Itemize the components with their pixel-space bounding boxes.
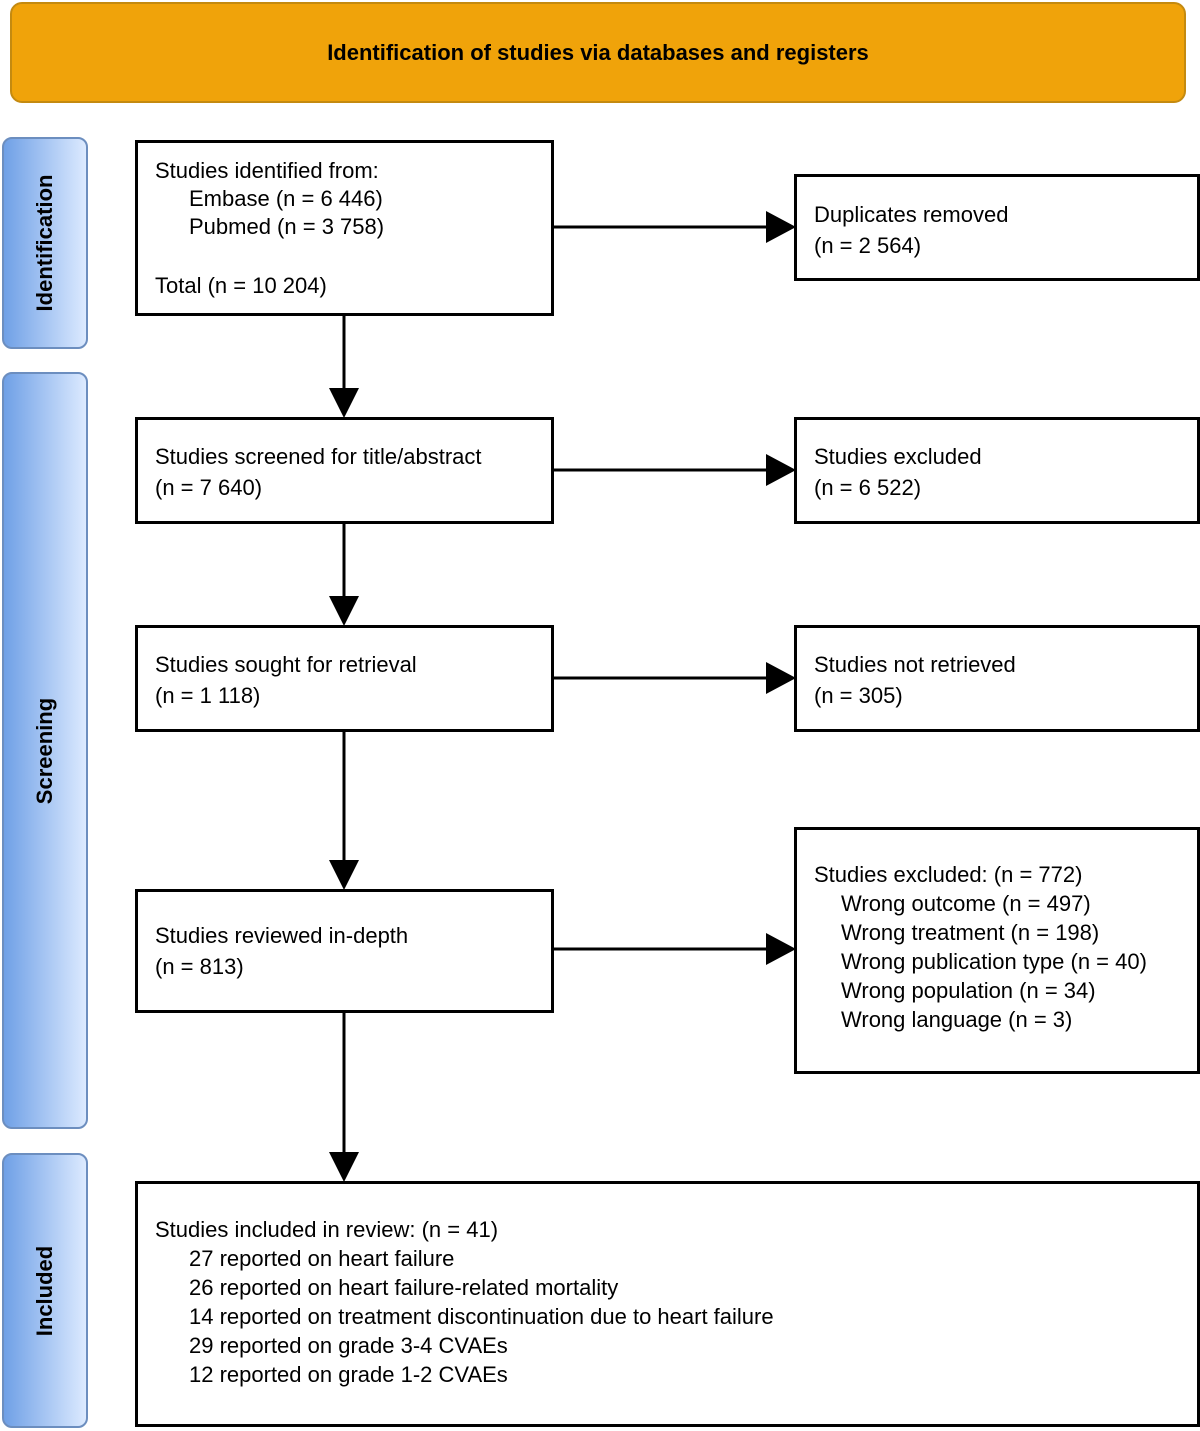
arrow-reviewed-to-excluded [552, 933, 796, 965]
phase-identification: Identification [2, 137, 88, 349]
excluded-review-title: Studies excluded: (n = 772) [814, 862, 1083, 887]
reason-item: Wrong treatment (n = 198) [841, 920, 1100, 945]
phase-screening: Screening [2, 372, 88, 1129]
reviewed-count: (n = 813) [155, 954, 244, 979]
screened-box: Studies screened for title/abstract (n =… [135, 417, 554, 524]
excluded-screen-box: Studies excluded (n = 6 522) [794, 417, 1200, 524]
excluded-screen-title: Studies excluded [814, 444, 982, 469]
included-item: 27 reported on heart failure [189, 1246, 455, 1271]
reason-item: Wrong population (n = 34) [841, 978, 1096, 1003]
identified-title: Studies identified from: [155, 158, 379, 183]
reason-item: Wrong language (n = 3) [841, 1007, 1073, 1032]
retrieval-count: (n = 1 118) [155, 683, 261, 708]
reason-item: Wrong publication type (n = 40) [841, 949, 1147, 974]
excluded-screen-count: (n = 6 522) [814, 475, 922, 500]
included-item: 14 reported on treatment discontinuation… [189, 1304, 774, 1329]
header-title: Identification of studies via databases … [327, 39, 869, 65]
included-item: 26 reported on heart failure-related mor… [189, 1275, 619, 1300]
reason-item: Wrong outcome (n = 497) [841, 891, 1091, 916]
header-banner: Identification of studies via databases … [10, 2, 1186, 103]
included-item: 29 reported on grade 3-4 CVAEs [189, 1333, 508, 1358]
arrow-identified-to-duplicates [552, 211, 796, 243]
phase-included: Included [2, 1153, 88, 1428]
identified-box: Studies identified from: Embase (n = 6 4… [135, 140, 554, 316]
identified-total: Total (n = 10 204) [155, 273, 327, 298]
source-pubmed: Pubmed (n = 3 758) [189, 214, 385, 239]
included-item: 12 reported on grade 1-2 CVAEs [189, 1362, 508, 1387]
included-box: Studies included in review: (n = 41) 27 … [135, 1181, 1200, 1427]
arrow-retrieval-to-not-retrieved [552, 662, 796, 694]
source-embase: Embase (n = 6 446) [189, 186, 383, 211]
duplicates-title: Duplicates removed [814, 202, 1009, 227]
arrow-identified-to-screened [329, 314, 359, 418]
not-retrieved-box: Studies not retrieved (n = 305) [794, 625, 1200, 732]
retrieval-box: Studies sought for retrieval (n = 1 118) [135, 625, 554, 732]
not-retrieved-title: Studies not retrieved [814, 652, 1016, 677]
duplicates-count: (n = 2 564) [814, 233, 922, 258]
screened-count: (n = 7 640) [155, 475, 263, 500]
duplicates-box: Duplicates removed (n = 2 564) [794, 174, 1200, 281]
not-retrieved-count: (n = 305) [814, 683, 903, 708]
reviewed-title: Studies reviewed in-depth [155, 923, 409, 948]
included-title: Studies included in review: (n = 41) [155, 1217, 499, 1242]
arrow-retrieval-to-reviewed [329, 730, 359, 890]
screened-title: Studies screened for title/abstract [155, 444, 482, 469]
reviewed-box: Studies reviewed in-depth (n = 813) [135, 889, 554, 1013]
arrow-screened-to-retrieval [329, 522, 359, 626]
excluded-review-box: Studies excluded: (n = 772) Wrong outcom… [794, 827, 1200, 1074]
arrow-screened-to-excluded [552, 454, 796, 486]
retrieval-title: Studies sought for retrieval [155, 652, 417, 677]
arrow-reviewed-to-included [329, 1011, 359, 1182]
